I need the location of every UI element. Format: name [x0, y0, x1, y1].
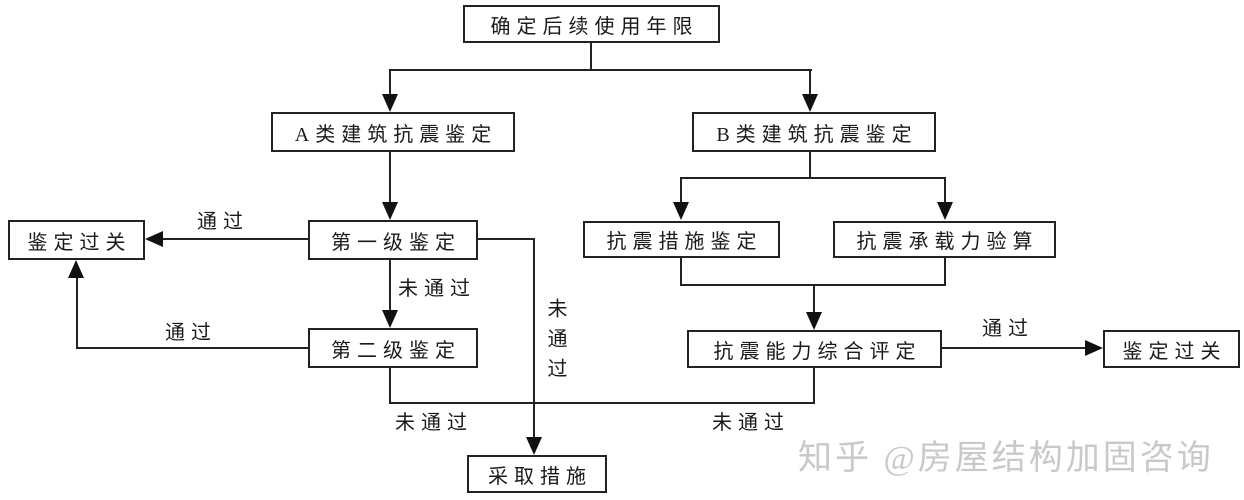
arrow-down-class-a-icon [382, 94, 398, 112]
node-pass-left: 鉴定过关 [8, 220, 145, 260]
connector-top-split [389, 69, 812, 71]
arrow-right-pass-icon [1085, 340, 1103, 356]
label-comprehensive-pass: 通过 [982, 318, 1034, 340]
arrow-down-bearing-icon [937, 202, 953, 220]
arrow-down-take-measures-icon [526, 437, 542, 455]
arrow-down-comprehensive-icon [806, 312, 822, 330]
connector-first-fail [389, 260, 391, 312]
connector-second-pass-h [77, 347, 308, 349]
node-second-level-appraisal: 第二级鉴定 [308, 328, 478, 368]
connector-first-fail-right [478, 238, 535, 240]
connector-to-bearing [944, 177, 946, 204]
label-second-fail: 未通过 [395, 412, 473, 434]
arrow-down-first-level-icon [382, 202, 398, 220]
node-class-a-appraisal: A类建筑抗震鉴定 [271, 112, 515, 152]
arrow-down-second-level-icon [382, 310, 398, 328]
connector-bottom-rail [389, 402, 815, 404]
node-class-b-appraisal: B类建筑抗震鉴定 [692, 112, 936, 152]
connector-comprehensive-fail [813, 368, 815, 404]
node-determine-service-life: 确定后续使用年限 [463, 5, 720, 43]
arrow-left-pass-icon [145, 231, 163, 247]
connector-a-to-first-level [389, 152, 391, 204]
arrow-down-class-b-icon [802, 94, 818, 112]
connector-fail-vertical [533, 238, 535, 439]
connector-to-measures [680, 177, 682, 204]
connector-b-stem [809, 152, 811, 179]
connector-top-stem [590, 43, 592, 71]
label-first-fail: 未通过 [398, 278, 476, 300]
connector-to-comprehensive [813, 284, 815, 314]
node-seismic-measures-appraisal: 抗震措施鉴定 [583, 221, 780, 258]
node-first-level-appraisal: 第一级鉴定 [308, 220, 478, 260]
label-comprehensive-fail: 未通过 [712, 412, 790, 434]
label-second-pass: 通过 [165, 322, 217, 344]
node-take-measures: 采取措施 [467, 455, 607, 493]
connector-second-pass-v [76, 276, 78, 349]
arrow-down-measures-icon [673, 202, 689, 220]
connector-b-split [680, 177, 946, 179]
node-bearing-capacity-check: 抗震承载力验算 [833, 221, 1056, 258]
node-comprehensive-evaluation: 抗震能力综合评定 [687, 330, 942, 368]
watermark-text: 知乎 @房屋结构加固咨询 [798, 440, 1214, 477]
arrow-up-pass-icon [68, 260, 84, 278]
label-first-pass: 通过 [197, 211, 249, 233]
connector-bearing-down [944, 258, 946, 286]
connector-to-class-a [389, 69, 391, 96]
connector-first-pass [163, 238, 308, 240]
connector-second-fail-v [389, 368, 391, 404]
node-pass-right: 鉴定过关 [1103, 330, 1240, 368]
connector-to-class-b [809, 69, 811, 96]
label-first-fail-vertical: 未通过 [544, 298, 566, 388]
connector-measures-down [680, 258, 682, 286]
connector-comprehensive-pass [942, 347, 1087, 349]
